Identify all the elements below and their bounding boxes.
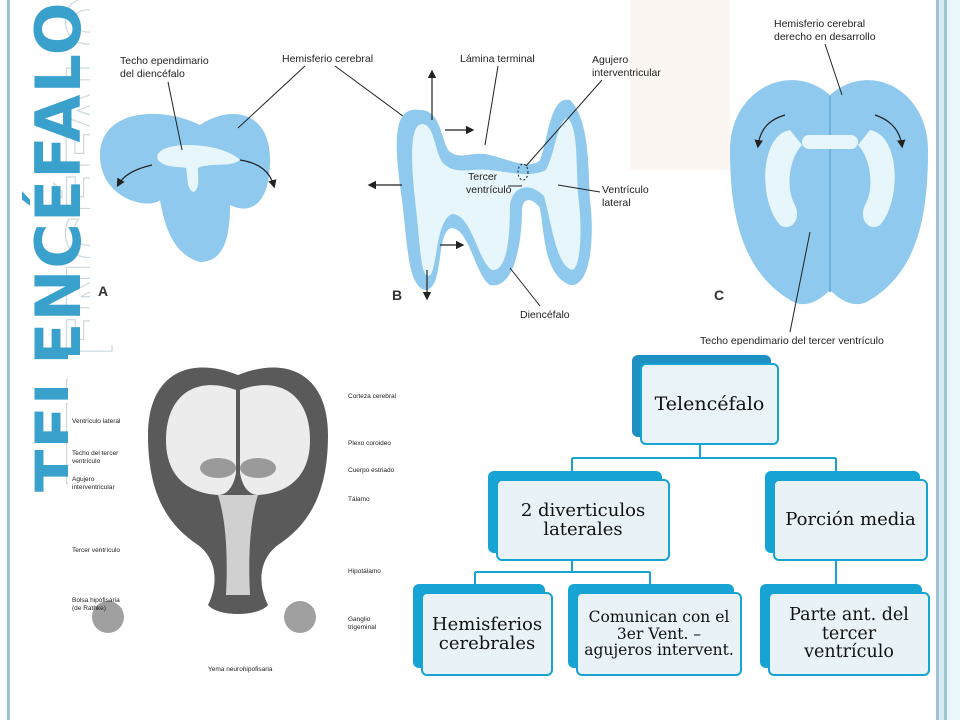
- panel-c-letter: C: [714, 287, 724, 303]
- section-ganglion-left: [92, 601, 124, 633]
- leader-lateral: [557, 184, 601, 193]
- section-label-rathke-1: Bolsa hipofisaria: [72, 597, 120, 604]
- section-label-third: Tercer ventrículo: [72, 547, 120, 554]
- label-right-hem-2: derecho en desarrollo: [774, 31, 876, 43]
- section-plexus-right: [240, 458, 276, 478]
- section-label-roof-1: Techo del tercer: [72, 450, 119, 457]
- section-label-lateral-ventricle: Ventrículo lateral: [72, 418, 121, 425]
- section-label-foramen-1: Agujero: [72, 476, 95, 483]
- panel-c-arrow-right: [874, 114, 906, 149]
- panel-c: Hemisferio cerebral derecho en desarroll…: [700, 18, 928, 345]
- right-border-decoration: [930, 0, 960, 720]
- top-figure: Techo ependimario del diencéfalo A Hemis…: [90, 0, 932, 345]
- label-lateral-1: Ventrículo: [602, 184, 649, 196]
- label-dienc: Diencéfalo: [520, 309, 570, 321]
- panel-a-arrow-right: [239, 159, 277, 189]
- node-root[interactable]: Telencéfalo: [632, 355, 779, 445]
- panel-b-letter: B: [392, 287, 402, 303]
- node-porcion-media-label: Porción media: [773, 479, 928, 561]
- label-foramen-1: Agujero: [592, 54, 628, 66]
- label-third-2: ventrículo: [466, 184, 512, 196]
- node-porcion-media[interactable]: Porción media: [765, 471, 928, 561]
- left-rule: [7, 0, 10, 720]
- section-label-rathke-2: (de Rathke): [72, 605, 106, 612]
- node-parte-ant-label: Parte ant. del tercer ventrículo: [768, 592, 930, 676]
- node-parte-ant[interactable]: Parte ant. del tercer ventrículo: [760, 584, 930, 676]
- panel-a: Techo ependimario del diencéfalo A: [98, 55, 277, 299]
- section-label-roof-2: ventrículo: [72, 458, 101, 465]
- leader-hemisphere-b: [334, 65, 416, 126]
- panel-c-cavity-right: [858, 130, 895, 228]
- leader-lamina: [484, 65, 499, 146]
- node-diverticulos[interactable]: 2 diverticulos laterales: [488, 471, 670, 561]
- leader-right-hem: [824, 43, 843, 96]
- section-plexus-left: [200, 458, 236, 478]
- label-lateral-2: lateral: [602, 197, 631, 209]
- leader-roof-third: [789, 231, 811, 333]
- section-figure: Ventrículo lateral Techo del tercer vent…: [68, 355, 408, 675]
- label-lamina: Lámina terminal: [460, 53, 535, 65]
- panel-c-bridge: [802, 135, 858, 149]
- top-figure-svg: Techo ependimario del diencéfalo A Hemis…: [90, 0, 932, 345]
- node-root-label: Telencéfalo: [640, 363, 779, 445]
- node-diverticulos-label: 2 diverticulos laterales: [496, 479, 670, 561]
- section-label-ganglion-1: Ganglio: [348, 616, 371, 623]
- section-label-neurohypophysis: Yema neurohipofisaria: [208, 666, 273, 673]
- panel-b: Lámina terminal Agujero interventricular…: [367, 53, 661, 321]
- label-hemisphere: Hemisferio cerebral: [282, 53, 373, 65]
- panel-a-brain: [100, 113, 270, 262]
- label-third-1: Tercer: [468, 171, 498, 183]
- panel-a-arrow-left: [116, 164, 153, 188]
- label-right-hem-1: Hemisferio cerebral: [774, 18, 865, 30]
- leader-foramen: [525, 79, 603, 167]
- section-figure-svg: Ventrículo lateral Techo del tercer vent…: [68, 355, 408, 675]
- section-ganglion-right: [284, 601, 316, 633]
- section-third-ventricle: [218, 495, 258, 595]
- panel-a-letter: A: [98, 283, 108, 299]
- panel-b-ventricles: [412, 118, 581, 276]
- leader-roof: [167, 81, 183, 151]
- section-label-ganglion-2: trigeminal: [348, 624, 377, 631]
- node-hemisferios-label: Hemisferios cerebrales: [421, 592, 553, 676]
- leader-dienc: [509, 267, 541, 307]
- label-foramen-2: interventricular: [592, 67, 661, 79]
- panel-a-cavity: [157, 145, 240, 192]
- panel-c-cavity-left: [765, 130, 802, 228]
- section-label-plexus: Plexo coroideo: [348, 440, 391, 447]
- label-roof-third: Techo ependimario del tercer ventrículo: [700, 335, 884, 345]
- section-label-cortex: Corteza cerebral: [348, 393, 397, 400]
- node-comunican-label: Comunican con el 3er Vent. – agujeros in…: [576, 592, 742, 676]
- node-comunican[interactable]: Comunican con el 3er Vent. – agujeros in…: [568, 584, 742, 676]
- section-label-thalamus: Tálamo: [348, 496, 370, 503]
- section-label-hypothalamus: Hipotálamo: [348, 568, 381, 575]
- section-label-striatum: Cuerpo estriado: [348, 467, 395, 474]
- label-roof-2: del diencéfalo: [120, 68, 185, 80]
- section-label-foramen-2: interventricular: [72, 484, 115, 491]
- leader-hemisphere-a: [237, 65, 306, 129]
- panel-c-arrow-left: [754, 114, 786, 149]
- label-roof-1: Techo ependimario: [120, 55, 209, 67]
- node-hemisferios[interactable]: Hemisferios cerebrales: [413, 584, 553, 676]
- foramen-marker: [517, 163, 529, 181]
